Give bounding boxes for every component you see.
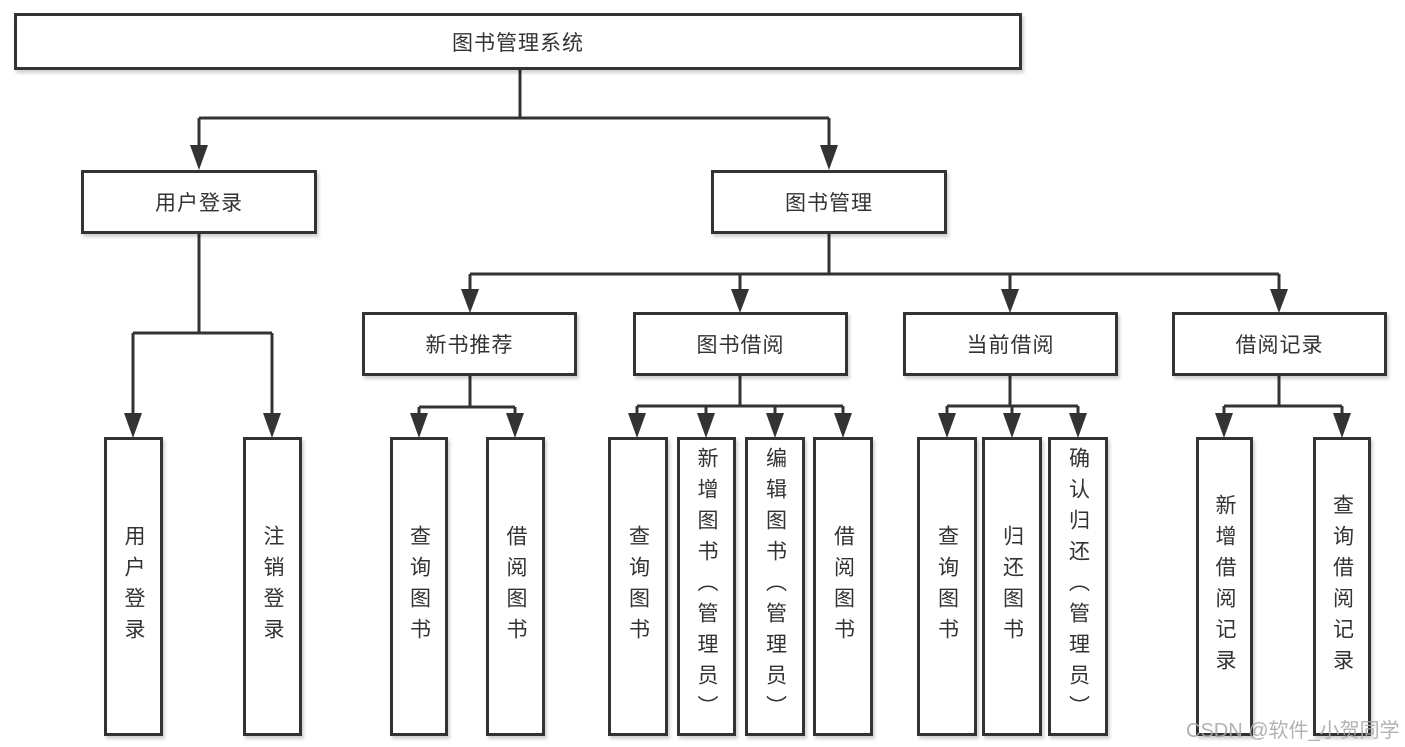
node-label: 新增借阅记录 bbox=[1213, 493, 1237, 680]
node-book-borrowing: 图书借阅 bbox=[633, 312, 848, 376]
node-user-login-branch: 用户登录 bbox=[81, 170, 317, 234]
node-label: 注销登录 bbox=[261, 524, 285, 649]
node-label: 借阅记录 bbox=[1235, 334, 1324, 357]
leaf-borrow-books-recommendation: 借阅图书 bbox=[486, 437, 545, 736]
node-label: 编辑图书（管理员） bbox=[763, 447, 787, 726]
node-book-management-system: 图书管理系统 bbox=[14, 13, 1022, 70]
csdn-watermark: CSDN @软件_小贺同学 bbox=[1186, 720, 1400, 742]
node-book-management-branch: 图书管理 bbox=[711, 170, 947, 234]
node-label: 图书管理 bbox=[785, 192, 873, 215]
node-label: 用户登录 bbox=[122, 524, 146, 649]
node-label: 新书推荐 bbox=[425, 334, 514, 357]
node-borrowing-records: 借阅记录 bbox=[1172, 312, 1387, 376]
leaf-edit-books-admin: 编辑图书（管理员） bbox=[745, 437, 805, 736]
leaf-logout: 注销登录 bbox=[243, 437, 302, 736]
leaf-query-books-borrowing: 查询图书 bbox=[608, 437, 668, 736]
node-label: 归还图书 bbox=[1000, 524, 1024, 649]
leaf-return-books: 归还图书 bbox=[982, 437, 1042, 736]
node-label: 图书借阅 bbox=[696, 334, 785, 357]
node-current-borrowing: 当前借阅 bbox=[903, 312, 1118, 376]
leaf-query-books-current: 查询图书 bbox=[917, 437, 977, 736]
node-label: 借阅图书 bbox=[504, 524, 528, 649]
leaf-borrow-books: 借阅图书 bbox=[813, 437, 873, 736]
node-label: 当前借阅 bbox=[966, 334, 1055, 357]
node-label: 查询借阅记录 bbox=[1330, 493, 1354, 680]
node-new-book-recommendation: 新书推荐 bbox=[362, 312, 577, 376]
leaf-confirm-return-admin: 确认归还（管理员） bbox=[1048, 437, 1108, 736]
node-label: 查询图书 bbox=[626, 524, 650, 649]
arrowheads bbox=[124, 145, 1351, 438]
leaf-add-borrow-record: 新增借阅记录 bbox=[1196, 437, 1253, 736]
node-label: 借阅图书 bbox=[831, 524, 855, 649]
node-label: 图书管理系统 bbox=[452, 31, 584, 55]
leaf-user-login: 用户登录 bbox=[104, 437, 163, 736]
node-label: 新增图书（管理员） bbox=[695, 447, 719, 726]
node-label: 用户登录 bbox=[155, 192, 243, 215]
node-label: 确认归还（管理员） bbox=[1066, 447, 1090, 726]
leaf-query-borrow-record: 查询借阅记录 bbox=[1313, 437, 1371, 736]
leaf-query-books-recommendation: 查询图书 bbox=[390, 437, 448, 736]
node-label: 查询图书 bbox=[407, 524, 431, 649]
leaf-add-books-admin: 新增图书（管理员） bbox=[677, 437, 736, 736]
node-label: 查询图书 bbox=[935, 524, 959, 649]
